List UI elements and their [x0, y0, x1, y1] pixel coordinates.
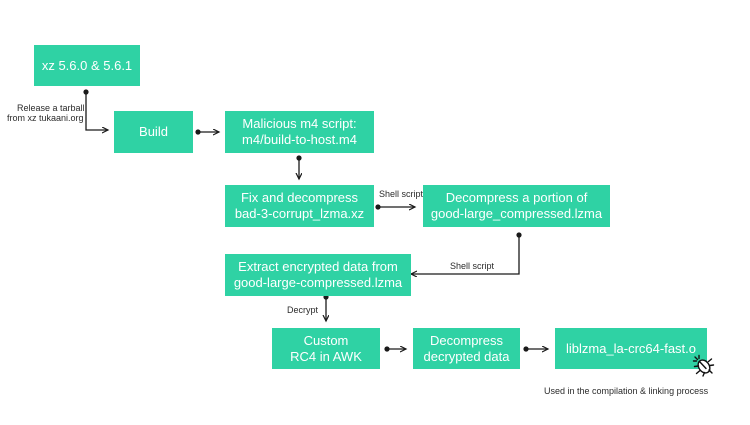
node-malicious-m4-script: Malicious m4 script: m4/build-to-host.m4 — [225, 111, 374, 153]
label-shell-script-1: Shell script — [379, 189, 424, 199]
node-decompress-portion: Decompress a portion of good-large_compr… — [423, 185, 610, 227]
edge-rc4-to-decompress-decrypted — [384, 346, 406, 351]
node-xz-versions: xz 5.6.0 & 5.6.1 — [34, 45, 140, 86]
node-decompress-decrypted-line1: Decompress — [430, 332, 503, 348]
node-decompress-portion-line2: good-large_compressed.lzma — [430, 206, 603, 221]
edge-fix-to-decompress-portion — [375, 204, 415, 209]
node-extract-encrypted-line2: good-large-compressed.lzma — [233, 275, 403, 290]
node-decompress-decrypted: Decompress decrypted data — [413, 328, 520, 369]
edge-extract-to-rc4 — [323, 294, 328, 321]
node-fix-and-decompress-line1: Fix and decompress — [240, 190, 359, 205]
label-release-tarball-line2: from xz tukaani.org — [7, 113, 84, 123]
node-malicious-m4-line2: m4/build-to-host.m4 — [242, 132, 357, 147]
edge-build-to-malicious — [195, 129, 219, 134]
node-custom-rc4-line1: Custom — [303, 332, 349, 348]
edge-decompress-decrypted-to-liblzma — [523, 346, 548, 351]
label-release-tarball-line1: Release a tarball — [17, 103, 85, 113]
node-build: Build — [114, 111, 193, 153]
label-decrypt: Decrypt — [287, 305, 319, 315]
node-extract-encrypted: Extract encrypted data from good-large-c… — [225, 254, 411, 296]
node-liblzma-object: liblzma_la-crc64-fast.o — [555, 328, 707, 369]
edge-xz-to-build — [83, 89, 108, 130]
label-shell-script-2: Shell script — [450, 261, 495, 271]
node-custom-rc4-line2: RC4 in AWK — [290, 348, 362, 364]
node-malicious-m4-line1: Malicious m4 script: — [242, 116, 357, 131]
node-extract-encrypted-line1: Extract encrypted data from — [238, 259, 398, 274]
node-liblzma-label: liblzma_la-crc64-fast.o — [565, 340, 697, 356]
bug-icon — [692, 354, 715, 377]
node-fix-and-decompress: Fix and decompress bad-3-corrupt_lzma.xz — [225, 185, 374, 227]
node-decompress-decrypted-line2: decrypted data — [423, 348, 510, 364]
edge-decompress-portion-to-extract — [411, 232, 522, 274]
node-xz-versions-label: xz 5.6.0 & 5.6.1 — [41, 57, 133, 73]
node-decompress-portion-line1: Decompress a portion of — [445, 190, 588, 205]
node-build-label: Build — [139, 124, 168, 139]
label-used-in-compilation: Used in the compilation & linking proces… — [544, 386, 709, 396]
node-fix-and-decompress-line2: bad-3-corrupt_lzma.xz — [234, 206, 365, 221]
edge-malicious-to-fix — [296, 155, 301, 179]
node-custom-rc4: Custom RC4 in AWK — [272, 328, 380, 369]
